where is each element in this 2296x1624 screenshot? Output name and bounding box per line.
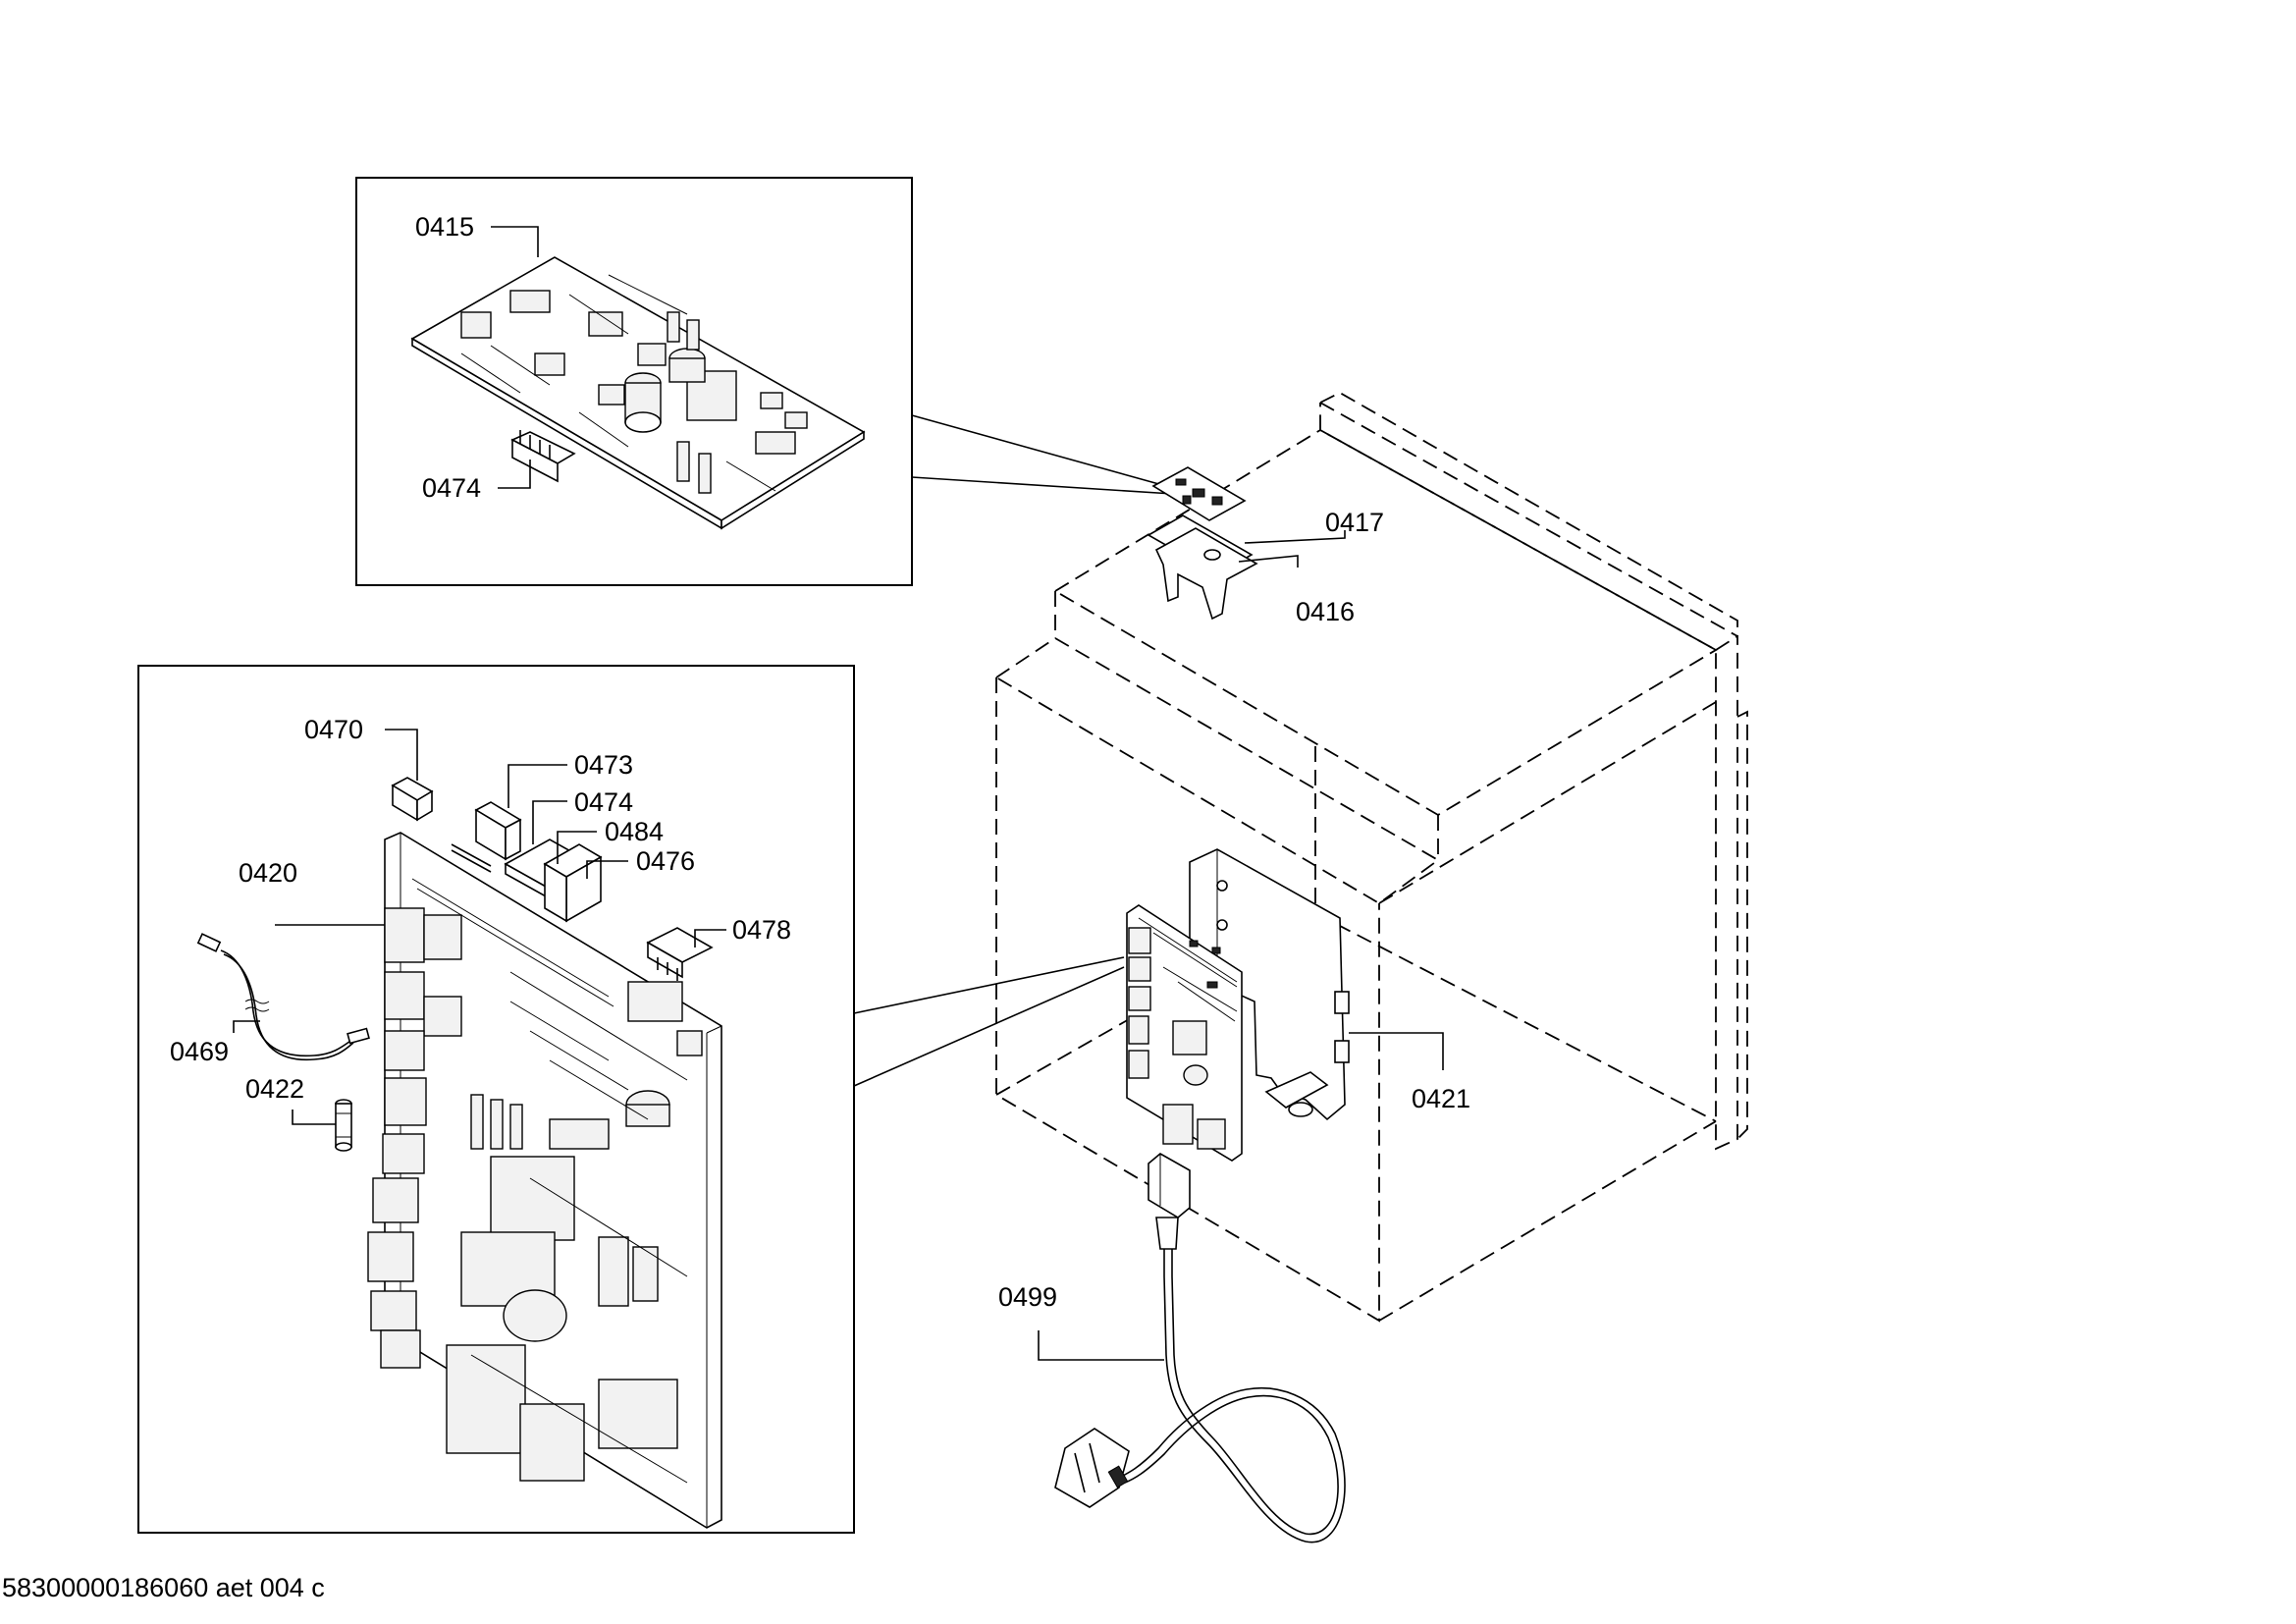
top-detail-connector <box>911 414 1174 489</box>
top-detail-frame <box>355 177 913 586</box>
connectors-0473-0476-drawing <box>451 801 603 923</box>
label-0476: 0476 <box>636 846 695 876</box>
connector-0470-drawing <box>391 777 434 822</box>
leader-lines <box>233 226 1444 1361</box>
label-0499: 0499 <box>998 1282 1057 1312</box>
document-code: 58300000186060 aet 004 c <box>2 1573 325 1602</box>
label-0474: 0474 <box>574 787 633 817</box>
bottom-detail-connector <box>853 956 1125 1014</box>
label-0417: 0417 <box>1325 508 1384 537</box>
label-0415: 0415 <box>415 212 474 242</box>
label-0473: 0473 <box>574 750 633 780</box>
connector-0474-top-drawing <box>510 430 576 483</box>
label-0420: 0420 <box>239 858 297 888</box>
connector-0478-drawing <box>646 927 714 981</box>
fuse-0422-drawing <box>335 1099 352 1152</box>
oven-electronics-assembly <box>1126 848 1350 1162</box>
label-0469: 0469 <box>170 1037 229 1066</box>
control-board-0415-drawing <box>410 256 866 530</box>
label-0484: 0484 <box>605 817 664 846</box>
bottom-detail-frame <box>137 665 855 1534</box>
label-0470: 0470 <box>304 715 363 744</box>
label-0422: 0422 <box>245 1074 304 1104</box>
power-board-0420-drawing <box>367 832 722 1529</box>
oven-top-board-assembly <box>1147 466 1258 621</box>
wire-0469-drawing <box>196 933 370 1061</box>
label-0478: 0478 <box>732 915 791 945</box>
label-0416: 0416 <box>1296 597 1355 626</box>
label-0421: 0421 <box>1412 1084 1470 1113</box>
power-cord-0499-drawing <box>1054 1153 1346 1543</box>
label-0474-top: 0474 <box>422 473 481 503</box>
part-labels: 0415 0474 0417 0416 0470 0473 0474 0484 … <box>170 212 1470 1312</box>
